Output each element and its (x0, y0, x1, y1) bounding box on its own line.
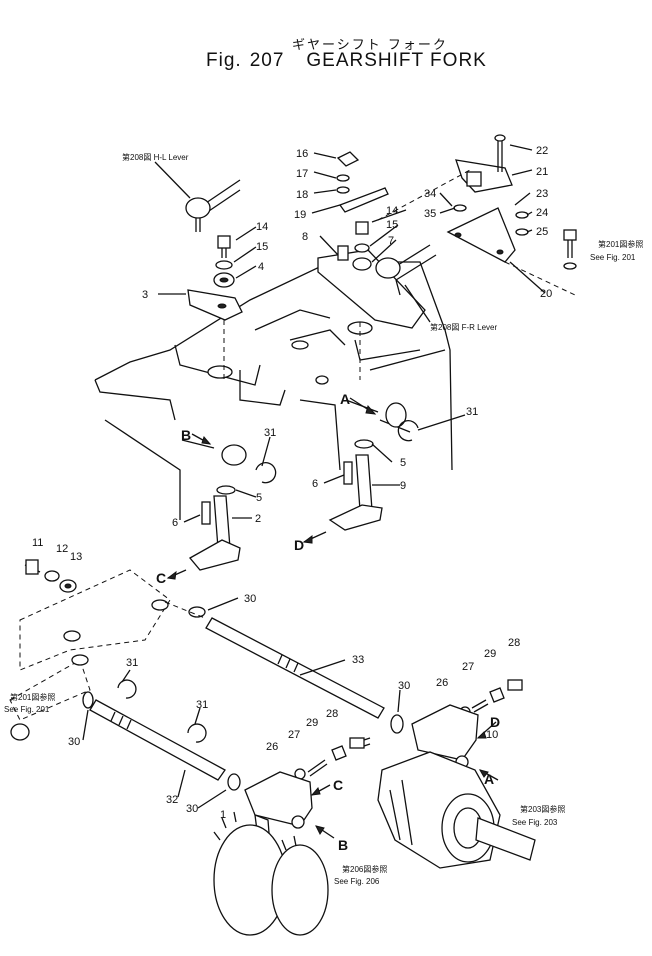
callout-34: 34 (424, 188, 436, 200)
ref-see201-jp-left: 第201図参照 (10, 692, 55, 702)
shift-rod-32 (82, 679, 241, 791)
title-japanese: ギヤーシフト フォーク (292, 38, 448, 53)
callout-21: 21 (536, 166, 548, 178)
fig-prefix: Fig. (206, 50, 242, 71)
callout-3: 3 (142, 289, 148, 301)
callout-5-left: 5 (256, 492, 262, 504)
callout-27-lower: 27 (288, 729, 300, 741)
ref-see203: See Fig. 203 (512, 818, 558, 827)
ref-see203-jp: 第203図参照 (520, 804, 565, 814)
ref-see206-jp: 第206図参照 (342, 864, 387, 874)
letter-c-upper: C (156, 570, 166, 586)
callout-33: 33 (352, 654, 364, 666)
ref-see201-left: See Fig. 201 (4, 705, 50, 714)
case-bore-left (207, 365, 233, 379)
callout-7: 7 (388, 235, 394, 247)
callout-24: 24 (536, 207, 548, 219)
letter-b-upper: B (181, 427, 191, 443)
callout-10: 10 (486, 729, 498, 741)
callout-2: 2 (255, 513, 261, 525)
fig-number: 207 (249, 50, 285, 71)
callout-18: 18 (296, 189, 308, 201)
callout-15-right: 15 (386, 219, 398, 231)
ref-see201-right: See Fig. 201 (590, 253, 636, 262)
letter-c-lower: C (333, 777, 343, 793)
callout-30-d: 30 (186, 803, 198, 815)
fig-title-text: GEARSHIFT FORK (306, 50, 487, 71)
callout-9: 9 (400, 480, 406, 492)
callout-16: 16 (296, 148, 308, 160)
callout-numbers: 1 2 3 4 5 5 6 6 7 8 9 10 11 12 13 14 14 … (32, 145, 552, 821)
linkage-bracket (9, 559, 171, 741)
callout-20: 20 (540, 288, 552, 300)
callout-29-upper: 29 (484, 648, 496, 660)
callout-25: 25 (536, 226, 548, 238)
callout-28-upper: 28 (508, 637, 520, 649)
callout-31-a: 31 (264, 427, 276, 439)
shift-fork-1 (213, 771, 329, 936)
letter-d-upper: D (294, 537, 304, 553)
letter-a-lower: A (484, 771, 494, 787)
callout-31-b: 31 (466, 406, 478, 418)
callout-32: 32 (166, 794, 178, 806)
callout-30-c: 30 (68, 736, 80, 748)
callout-11: 11 (32, 537, 43, 549)
letter-b-lower: B (338, 837, 348, 853)
callout-12: 12 (56, 543, 68, 555)
shifter-lever-2 (181, 439, 277, 571)
leader-lines (82, 144, 546, 809)
transmission-case (94, 261, 453, 520)
callout-19: 19 (294, 209, 306, 221)
left-lever-stack (187, 235, 243, 380)
shifter-lever-9 (328, 399, 419, 531)
direction-letters: A A B B C C D D (156, 391, 500, 853)
direction-arrows (166, 397, 499, 839)
shift-rod-33 (164, 601, 404, 734)
callout-23: 23 (536, 188, 548, 200)
figure-title: Fig. 207 GEARSHIFT FORK (206, 50, 487, 72)
callout-31-d: 31 (196, 699, 208, 711)
callout-6-right: 6 (312, 478, 318, 490)
callout-27-upper: 27 (462, 661, 474, 673)
callout-13: 13 (70, 551, 82, 563)
callout-28-lower: 28 (326, 708, 338, 720)
callout-8: 8 (302, 231, 308, 243)
callout-31-c: 31 (126, 657, 138, 669)
detent-set-lower (294, 737, 371, 780)
shift-fork-10 (377, 704, 536, 869)
callout-5-right: 5 (400, 457, 406, 469)
callout-14-right: 14 (386, 205, 398, 217)
letter-d-lower: D (490, 714, 500, 730)
case-hole (315, 375, 329, 385)
ref-hl-lever: 第208図 H-L Lever (122, 152, 189, 162)
callout-1: 1 (220, 809, 226, 821)
case-bore-center (291, 340, 309, 350)
reference-notes: 第208図 H-L Lever 第208図 F-R Lever 第201図参照 … (4, 152, 643, 886)
ref-see206: See Fig. 206 (334, 877, 380, 886)
callout-6-left: 6 (172, 517, 178, 529)
callout-14-left: 14 (256, 221, 268, 233)
lever-plate-8 (317, 221, 437, 380)
ref-see201-jp-right: 第201図参照 (598, 239, 643, 249)
callout-22: 22 (536, 145, 548, 157)
callout-30-a: 30 (244, 593, 256, 605)
letter-a-upper: A (340, 391, 350, 407)
callout-15-left: 15 (256, 241, 268, 253)
callout-30-b: 30 (398, 680, 410, 692)
callout-4: 4 (258, 261, 264, 273)
callout-29-lower: 29 (306, 717, 318, 729)
callout-26-upper: 26 (436, 677, 448, 689)
ref-fr-lever: 第208図 F-R Lever (430, 322, 497, 332)
hl-lever (154, 161, 241, 232)
callout-35: 35 (424, 208, 436, 220)
upper-right-bracket (336, 134, 577, 296)
callout-26-lower: 26 (266, 741, 278, 753)
callout-17: 17 (296, 168, 308, 180)
